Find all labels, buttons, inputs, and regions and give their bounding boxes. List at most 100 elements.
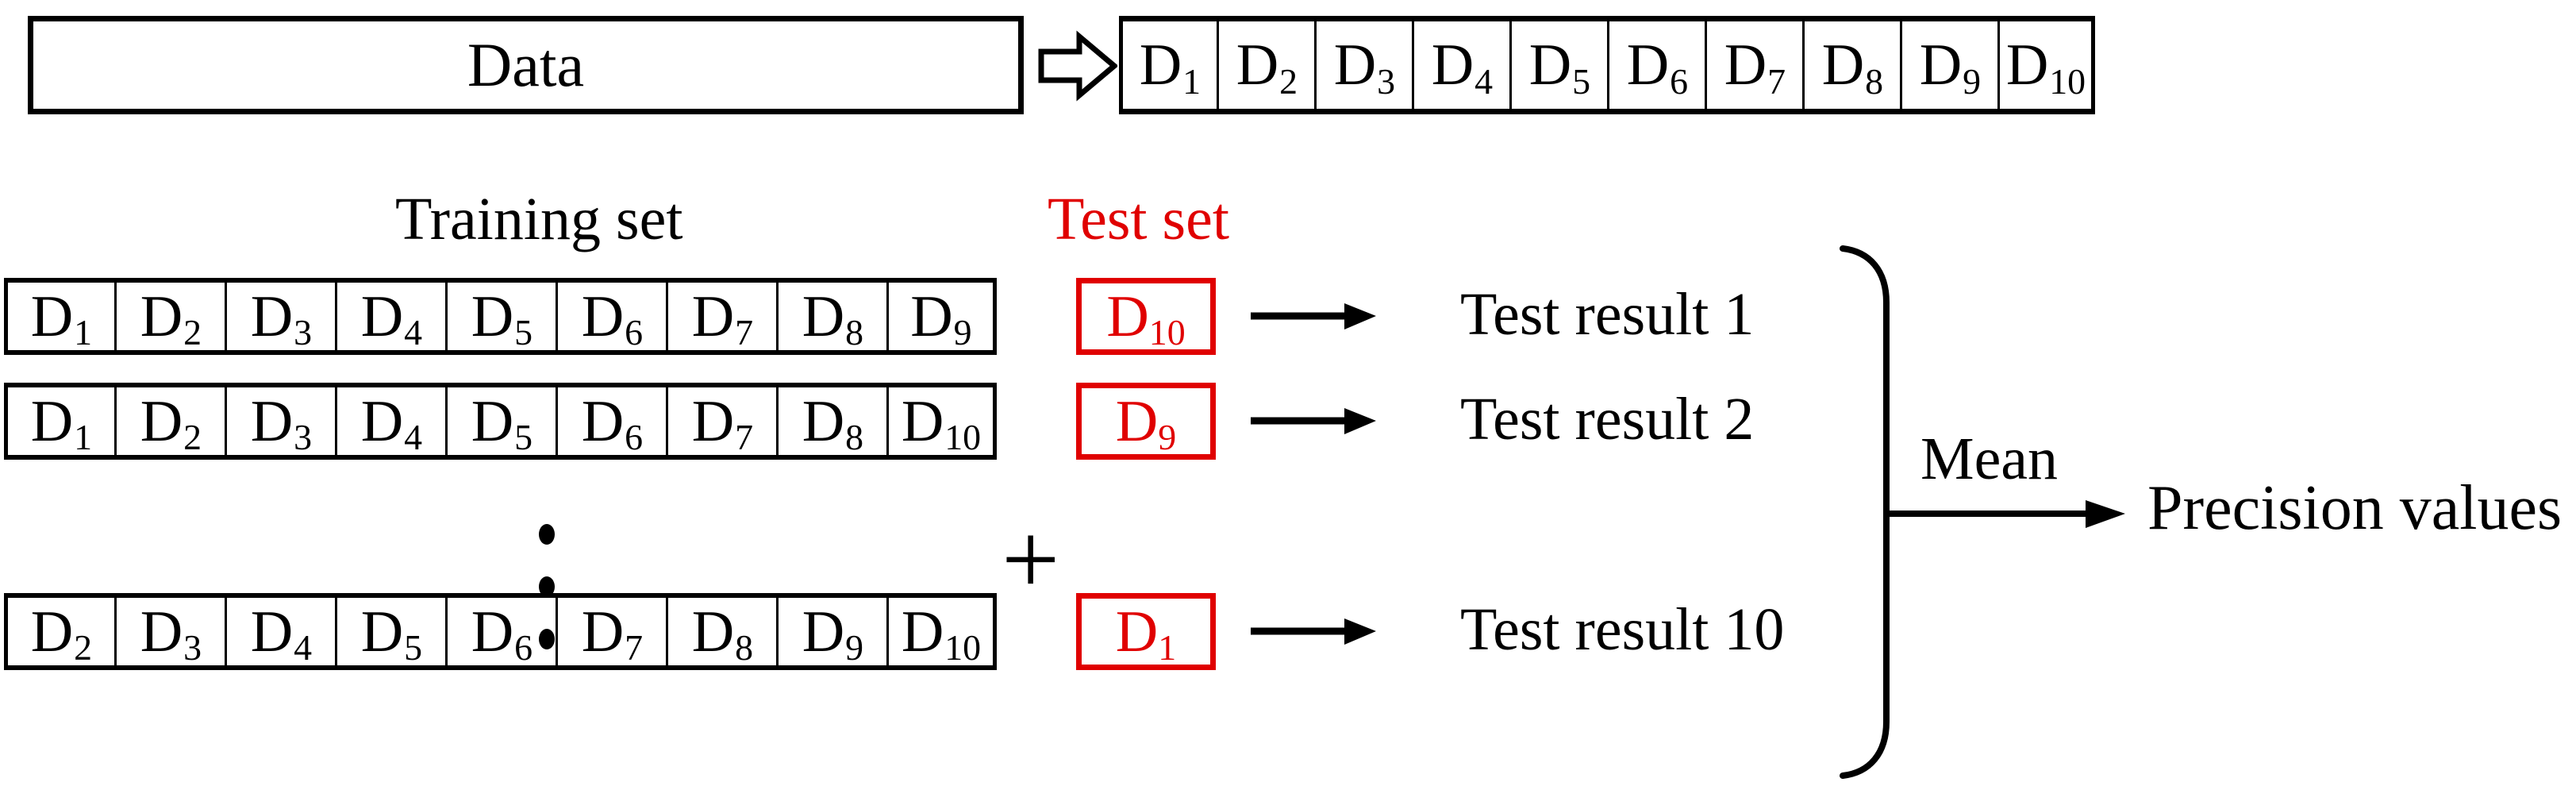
fold-cell-index: 5 [514, 417, 533, 458]
fold-cell-index: 2 [183, 417, 202, 458]
arrow-right-icon [1251, 300, 1378, 332]
fold-cell-index: 3 [183, 627, 202, 668]
fold-cell-label: D10 [2005, 33, 2086, 102]
fold-cell: D6 [1607, 16, 1705, 114]
fold-cell-label: D6 [1626, 33, 1689, 102]
fold-cell-label: D5 [360, 599, 423, 668]
fold-cell: D9 [886, 278, 997, 355]
fold-cell-index: 4 [1474, 60, 1494, 102]
fold-cell: D10 [886, 593, 997, 670]
fold-cell-label: D1 [1139, 33, 1201, 102]
arrow-right-icon [1251, 405, 1378, 437]
fold-cell-label: D10 [901, 599, 982, 668]
fold-cell-index: 5 [514, 312, 533, 353]
fold-cell-label: D6 [581, 388, 644, 458]
fold-cell-label: D4 [1431, 33, 1494, 102]
fold-cell-index: 6 [625, 312, 644, 353]
test-fold-index: 10 [1148, 312, 1186, 353]
fold-cell-index: 8 [845, 312, 864, 353]
fold-cell-label: D7 [691, 388, 754, 458]
arrow-right-icon [1251, 615, 1378, 647]
fold-cell-label: D3 [250, 388, 313, 458]
fold-cell-label: D8 [802, 283, 864, 353]
fold-cell: D4 [225, 593, 335, 670]
fold-cell-index: 10 [944, 417, 982, 458]
fold-cell: D7 [556, 593, 666, 670]
fold-cell: D2 [4, 593, 114, 670]
test-result-label: Test result 1 [1460, 281, 1755, 348]
test-set-label: Test set [1048, 186, 1229, 252]
fold-cell: D5 [445, 278, 556, 355]
fold-cell-index: 3 [1377, 60, 1396, 102]
fold-cell-index: 7 [735, 417, 754, 458]
fold-cell-index: 1 [74, 417, 93, 458]
fold-cell-index: 8 [1865, 60, 1884, 102]
vertical-ellipsis-icon [536, 524, 557, 695]
fold-cell-index: 2 [1279, 60, 1298, 102]
mean-label: Mean [1920, 426, 2059, 492]
fold-cell-label: D3 [140, 599, 202, 668]
data-box-label: Data [467, 30, 585, 99]
fold-cell-index: 2 [183, 312, 202, 353]
fold-cell-index: 4 [404, 417, 423, 458]
fold-cell: D2 [114, 278, 225, 355]
fold-cell-label: D8 [802, 388, 864, 458]
training-set-label: Training set [395, 186, 683, 252]
fold-cell-label: D5 [471, 283, 533, 353]
test-fold-label: D10 [1106, 283, 1186, 353]
fold-cell-label: D7 [581, 599, 644, 668]
fold-cell-index: 5 [1572, 60, 1591, 102]
fold-cell: D9 [776, 593, 886, 670]
fold-cell-label: D6 [581, 283, 644, 353]
fold-cell-index: 9 [845, 627, 864, 668]
test-result-label: Test result 10 [1460, 596, 1785, 663]
fold-cell-label: D8 [1821, 33, 1884, 102]
fold-cell-label: D3 [250, 283, 313, 353]
fold-cell-label: D2 [140, 283, 202, 353]
fold-cell-index: 6 [625, 417, 644, 458]
fold-cell-index: 7 [735, 312, 754, 353]
fold-cell-index: 3 [294, 417, 313, 458]
fold-cell-index: 3 [294, 312, 313, 353]
fold-cell-label: D3 [1333, 33, 1396, 102]
fold-cell: D1 [4, 278, 114, 355]
fold-cell-label: D1 [30, 283, 93, 353]
fold-cell-label: D10 [901, 388, 982, 458]
fold-cell-label: D8 [691, 599, 754, 668]
test-fold-box: D10 [1076, 278, 1216, 355]
fold-cell: D5 [445, 383, 556, 460]
fold-cell-index: 6 [1670, 60, 1689, 102]
fold-cell-label: D9 [910, 283, 972, 353]
plus-sign: + [1002, 503, 1060, 617]
test-fold-box: D1 [1076, 593, 1216, 670]
fold-cell: D10 [886, 383, 997, 460]
fold-cell-label: D4 [360, 388, 423, 458]
block-arrow-right-icon [1038, 30, 1119, 102]
fold-cell-label: D4 [250, 599, 313, 668]
fold-cell: D3 [114, 593, 225, 670]
test-fold-label: D9 [1115, 388, 1177, 458]
fold-cell-index: 7 [1767, 60, 1786, 102]
fold-cell-label: D5 [1528, 33, 1591, 102]
fold-cell-index: 1 [1182, 60, 1201, 102]
fold-cell: D5 [1509, 16, 1607, 114]
fold-cell: D6 [556, 278, 666, 355]
fold-cell: D8 [666, 593, 776, 670]
fold-cell-index: 2 [74, 627, 93, 668]
test-result-label: Test result 2 [1460, 386, 1755, 453]
fold-cell: D6 [556, 383, 666, 460]
fold-cell: D9 [1900, 16, 1997, 114]
fold-cell: D7 [1705, 16, 1802, 114]
fold-cell-index: 1 [74, 312, 93, 353]
fold-cell-index: 9 [1963, 60, 1982, 102]
fold-cell-label: D1 [30, 388, 93, 458]
fold-cell-label: D9 [802, 599, 864, 668]
fold-cell: D8 [776, 278, 886, 355]
fold-cell-index: 10 [2049, 60, 2086, 102]
fold-cell-index: 4 [294, 627, 313, 668]
fold-cell: D4 [335, 383, 445, 460]
fold-cell-label: D5 [471, 388, 533, 458]
test-fold-label: D1 [1115, 599, 1177, 668]
